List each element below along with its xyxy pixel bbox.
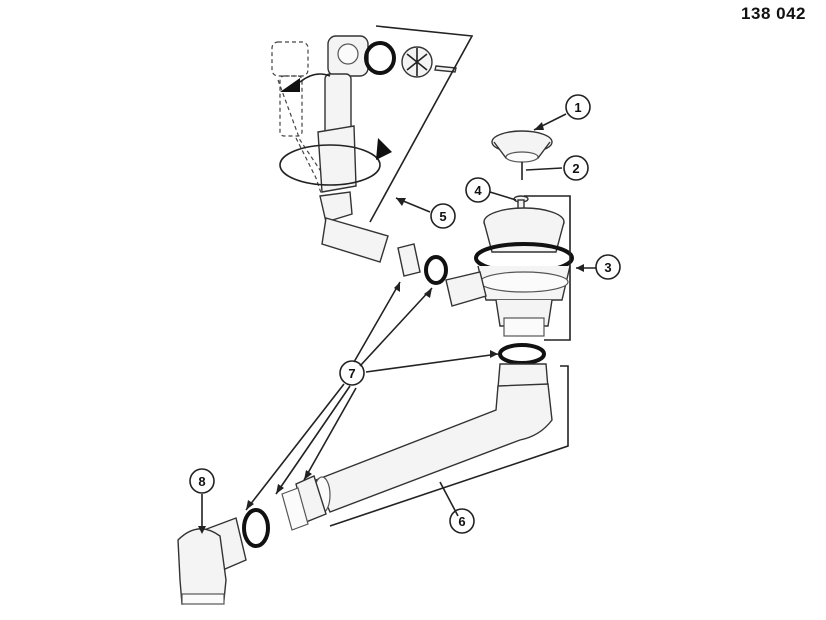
callout-4: 4: [465, 177, 491, 203]
callout-5: 5: [430, 203, 456, 229]
part-number: 138 042: [741, 4, 806, 23]
callout-7: 7: [339, 360, 365, 386]
strainer-body: [445, 195, 574, 341]
callout-7-label: 7: [348, 366, 355, 381]
callout-6-label: 6: [458, 514, 465, 529]
leader-lines: [198, 113, 596, 534]
elbow-fitting: [177, 508, 270, 605]
rotate-arrow-icon: [376, 138, 392, 160]
callout-2-label: 2: [572, 161, 579, 176]
long-pipe: [281, 343, 569, 531]
callout-8-label: 8: [198, 474, 205, 489]
callout-5-label: 5: [439, 209, 446, 224]
overflow-assembly: [271, 25, 474, 263]
callout-4-label: 4: [474, 183, 482, 198]
callout-3-label: 3: [604, 260, 611, 275]
callout-1: 1: [565, 94, 591, 120]
rotate-arrow-icon: [280, 78, 300, 92]
callout-2: 2: [563, 155, 589, 181]
callout-6: 6: [449, 508, 475, 534]
callout-3: 3: [595, 254, 621, 280]
connector-nut-ring: [397, 243, 448, 285]
callout-8: 8: [189, 468, 215, 494]
callout-1-label: 1: [574, 100, 581, 115]
basket-strainer: [491, 130, 553, 227]
